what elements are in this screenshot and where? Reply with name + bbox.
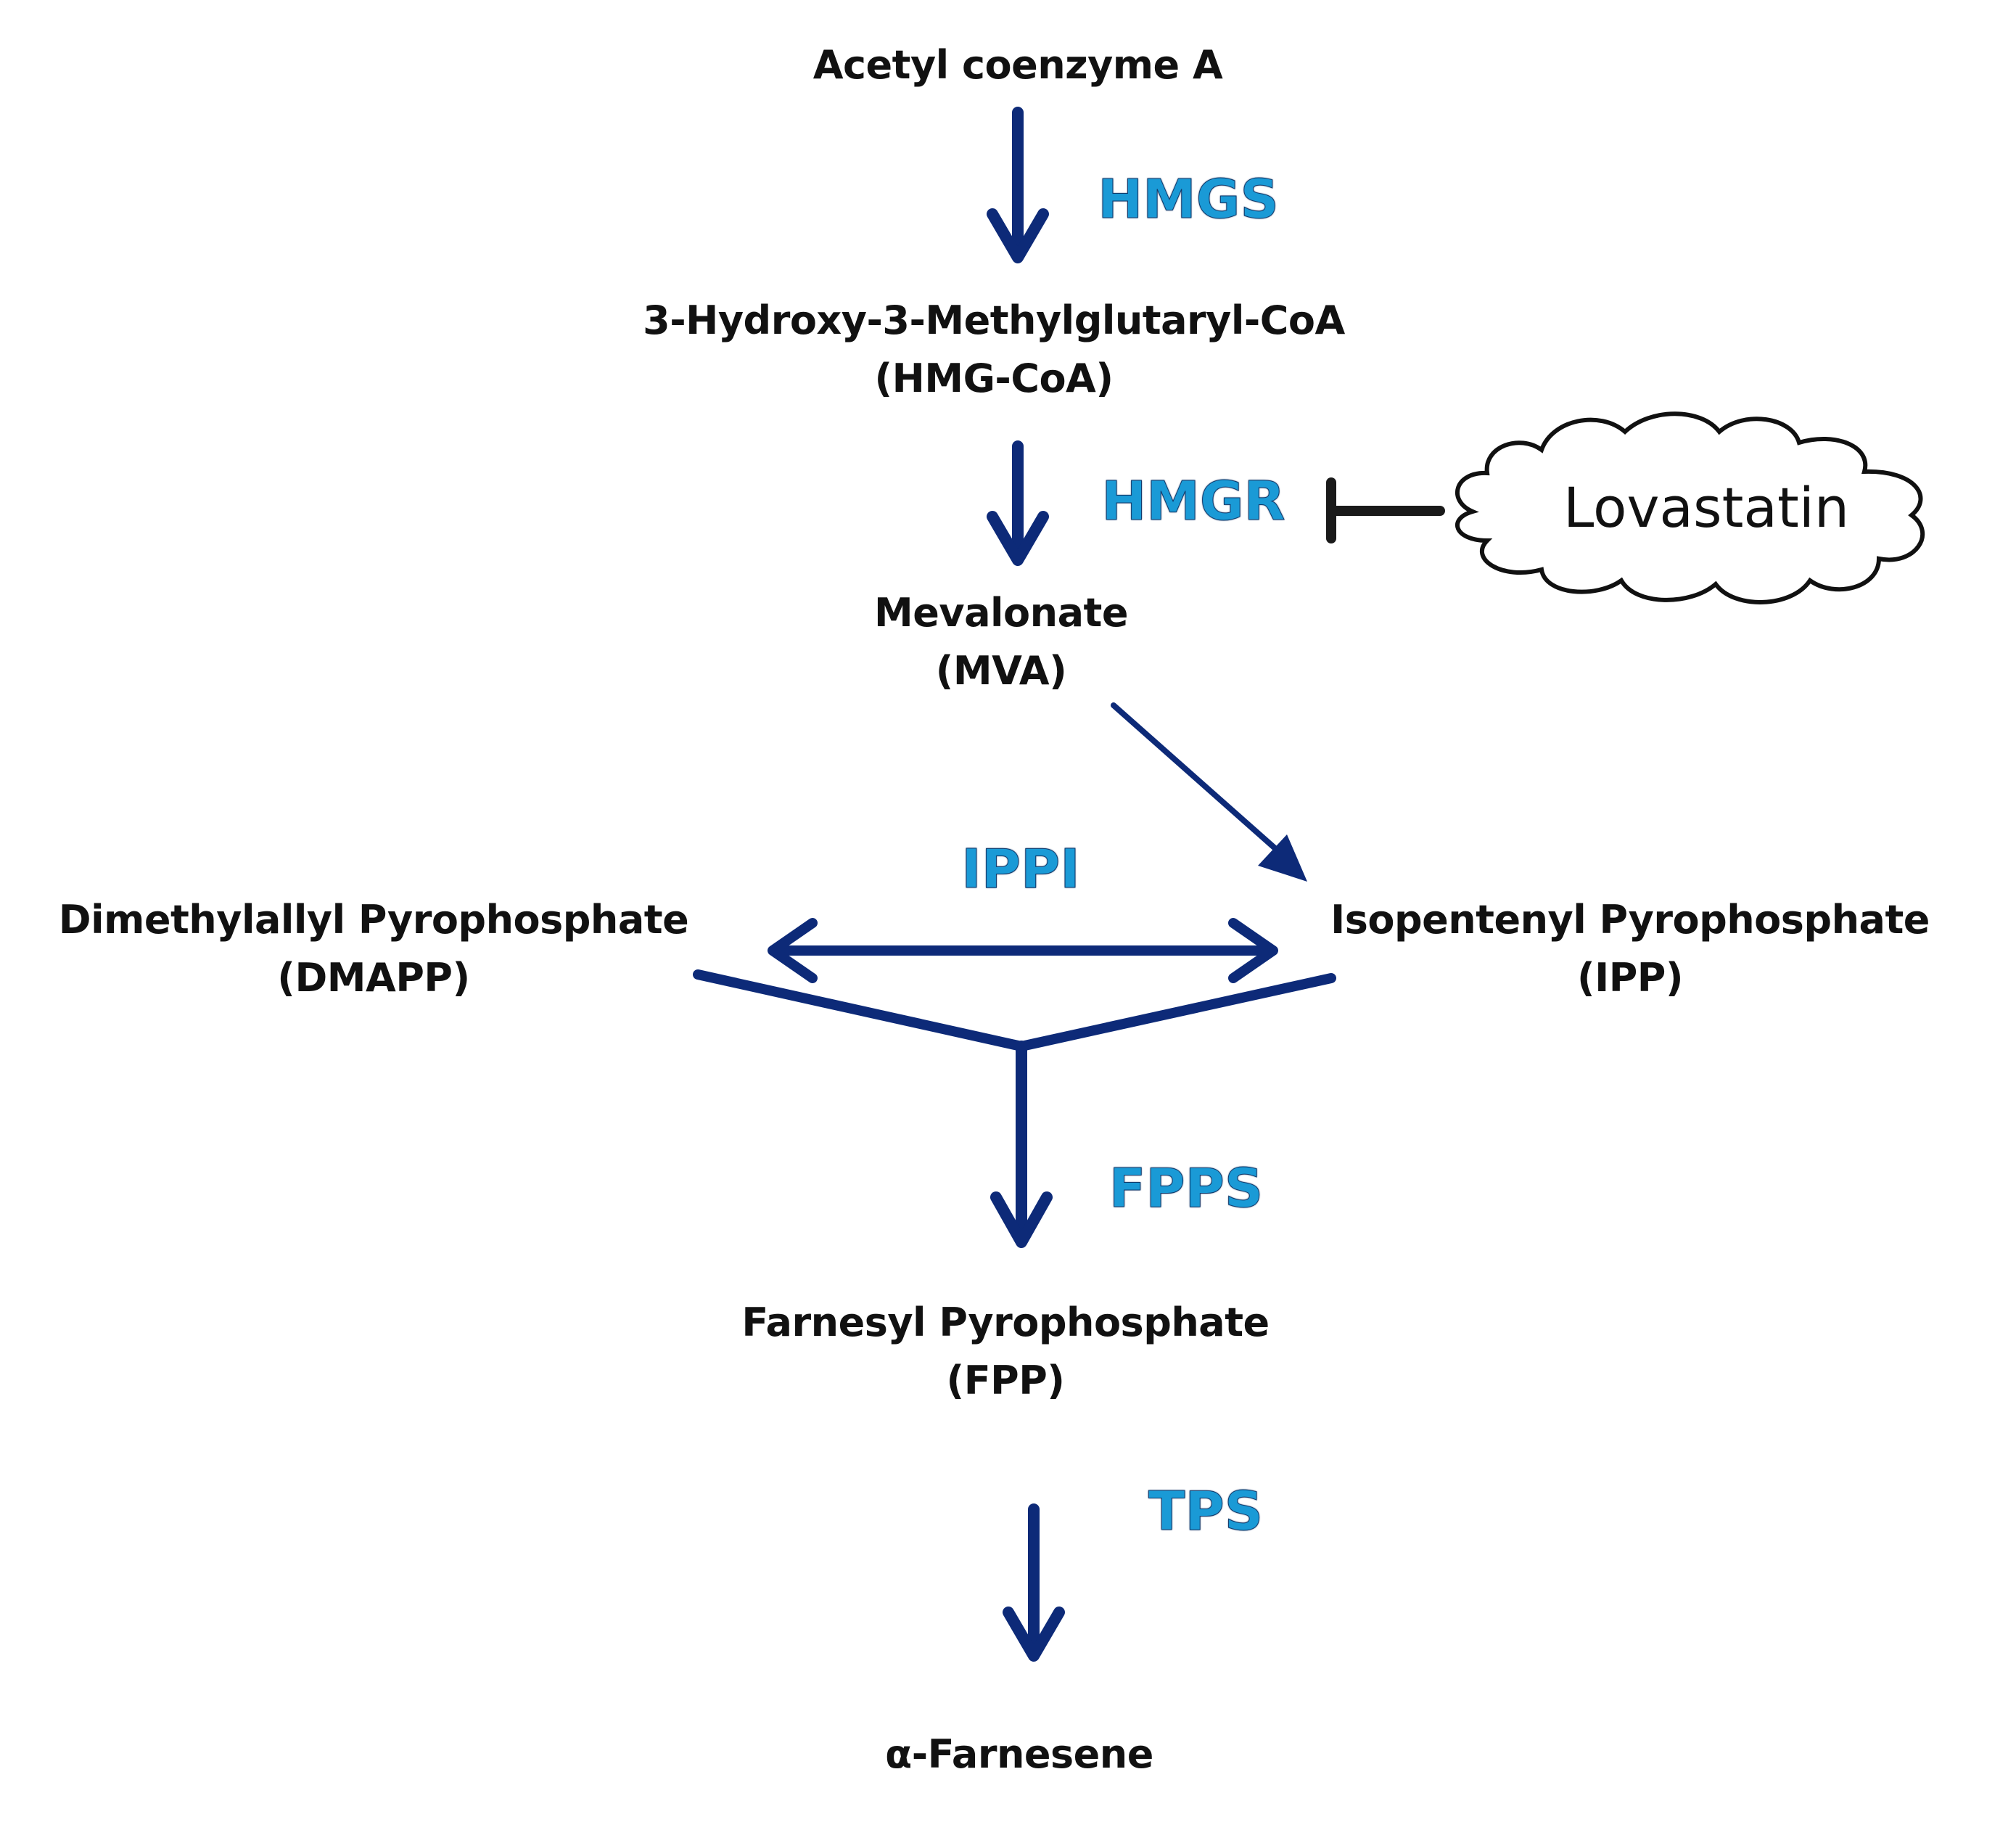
enzyme-fpps: FPPS bbox=[1108, 1157, 1264, 1220]
arrow-mevalonate-to-ipp bbox=[1111, 702, 1307, 882]
inhibitor-lovastatin-label: Lovastatin bbox=[1563, 475, 1850, 540]
enzyme-hmgr: HMGR bbox=[1101, 470, 1285, 533]
metabolite-dmapp: Dimethylallyl Pyrophosphate (DMAPP) bbox=[58, 891, 689, 1007]
metabolite-name: α-Farnesene bbox=[885, 1731, 1153, 1777]
arrow-acetyl-coa-to-hmg-coa bbox=[987, 107, 1049, 263]
metabolite-farnesene: α-Farnesene bbox=[885, 1726, 1153, 1784]
metabolite-hmg-coa: 3-Hydroxy-3-Methylglutaryl-CoA (HMG-CoA) bbox=[643, 292, 1345, 408]
metabolite-ipp: Isopentenyl Pyrophosphate (IPP) bbox=[1330, 891, 1930, 1007]
arrow-hmg-coa-to-mevalonate bbox=[987, 440, 1049, 566]
enzyme-ippi: IPPI bbox=[961, 838, 1081, 901]
metabolite-abbreviation: (IPP) bbox=[1576, 955, 1684, 1001]
metabolite-abbreviation: (DMAPP) bbox=[277, 955, 470, 1001]
lovastatin-cloud-shape bbox=[1455, 411, 1925, 604]
enzyme-tps: TPS bbox=[1148, 1480, 1264, 1543]
metabolite-mevalonate: Mevalonate (MVA) bbox=[874, 584, 1128, 700]
metabolite-acetyl-coa: Acetyl coenzyme A bbox=[813, 36, 1223, 94]
enzyme-hmgs: HMGS bbox=[1098, 168, 1280, 231]
metabolite-name: 3-Hydroxy-3-Methylglutaryl-CoA bbox=[643, 298, 1345, 343]
metabolite-name: Dimethylallyl Pyrophosphate bbox=[58, 897, 689, 943]
merge-arrow-to-fpp bbox=[693, 969, 1336, 1248]
metabolite-name: Farnesyl Pyrophosphate bbox=[741, 1300, 1270, 1345]
metabolite-abbreviation: (MVA) bbox=[935, 648, 1067, 694]
arrow-fpp-to-farnesene bbox=[1003, 1503, 1065, 1662]
inhibition-lovastatin-hmgr bbox=[1326, 477, 1445, 543]
metabolite-name: Mevalonate bbox=[874, 590, 1128, 636]
metabolite-name: Acetyl coenzyme A bbox=[812, 42, 1223, 88]
metabolite-name: Isopentenyl Pyrophosphate bbox=[1330, 897, 1930, 943]
double-arrow-dmapp-ipp bbox=[768, 918, 1278, 983]
metabolite-abbreviation: (FPP) bbox=[946, 1358, 1065, 1403]
metabolite-abbreviation: (HMG-CoA) bbox=[874, 356, 1114, 401]
metabolite-fpp: Farnesyl Pyrophosphate (FPP) bbox=[741, 1294, 1270, 1410]
